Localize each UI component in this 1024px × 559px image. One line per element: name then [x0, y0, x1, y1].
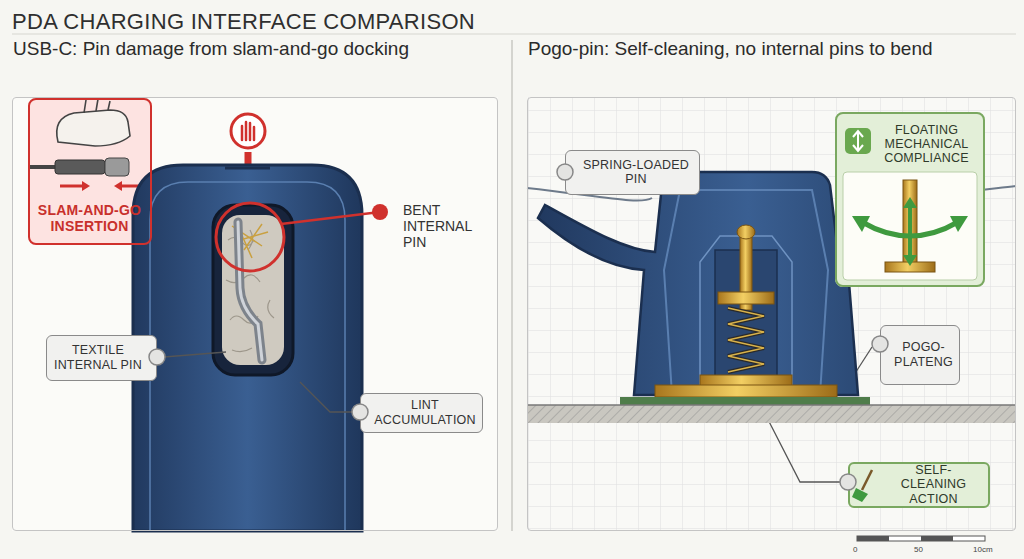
compliance-inset	[908, 205, 912, 258]
bent-pin-highlight	[216, 203, 380, 271]
callout-text: SPRING-LOADED PIN	[580, 158, 693, 187]
slam-icon	[60, 185, 82, 188]
usb-device	[238, 222, 262, 360]
compliance-inset	[835, 112, 985, 287]
slam-icon	[82, 181, 90, 191]
panel-backgrounds	[527, 97, 1016, 531]
slam-icon	[30, 165, 56, 169]
compliance-inset	[845, 128, 871, 154]
compliance-inset	[903, 180, 917, 264]
feature-callout: FLOATING MECHANICAL COMPLIANCE	[835, 112, 985, 287]
compliance-inset	[853, 131, 863, 151]
slam-icon	[105, 158, 129, 176]
bent-pin-highlight	[216, 203, 284, 271]
callout-box: SPRING-LOADED PIN	[565, 150, 700, 195]
self-cleaning-box	[848, 462, 990, 508]
slam-icon	[114, 181, 122, 191]
callout-box: POGO-PLATENG	[880, 325, 960, 385]
scale-value: 50	[914, 545, 930, 554]
usb-device	[222, 215, 284, 365]
usb-device	[238, 222, 262, 360]
usb-device	[150, 182, 345, 531]
pogo-dock	[527, 405, 1016, 423]
scale-value: 0	[853, 545, 867, 554]
compliance-inset	[903, 255, 917, 266]
comparison-panel: USB-C: Pin damage from slam-and-go docki…	[12, 97, 498, 531]
callout-box: TEXTILE INTERNAL PIN	[46, 335, 157, 381]
feature-callout: SELF-CLEANING ACTION	[848, 462, 990, 508]
callout-marker	[840, 474, 856, 490]
callout-text: POGO-PLATENG	[894, 340, 953, 369]
compliance-inset	[852, 216, 870, 232]
compliance-inset	[843, 172, 977, 280]
leader-line	[164, 352, 226, 357]
panel-backgrounds	[511, 40, 513, 531]
scale-value: 10cm	[973, 545, 1003, 554]
pogo-dock	[527, 172, 1016, 423]
usb-device	[225, 167, 270, 170]
pogo-dock	[620, 397, 870, 405]
pogo-dock	[737, 225, 755, 239]
callout-marker	[149, 349, 165, 365]
panel-heading: USB-C: Pin damage from slam-and-go docki…	[13, 38, 409, 60]
warning-callout: SLAM-AND-GO INSERTION	[28, 98, 152, 245]
pogo-dock	[718, 292, 774, 304]
slam-icon	[84, 99, 110, 113]
panel-backgrounds	[527, 97, 1016, 531]
self-cleaning-box	[862, 470, 872, 490]
usb-device	[133, 165, 362, 531]
panel-heading: Pogo-pin: Self-cleaning, no internal pin…	[528, 38, 933, 60]
self-cleaning-box	[852, 488, 868, 502]
callout-marker	[352, 404, 368, 420]
stop-arrow	[231, 114, 265, 148]
compliance-inset	[903, 197, 917, 208]
callout-marker	[149, 164, 888, 490]
compliance-inset	[950, 216, 968, 232]
callout-text: FLOATING MECHANICAL COMPLIANCE	[877, 123, 977, 166]
callout-box: LINT ACCUMULATION	[360, 393, 483, 433]
self-cleaning-box	[848, 462, 990, 508]
callout-text: SELF-CLEANING ACTION	[886, 463, 982, 506]
scale-bar	[857, 536, 985, 541]
slam-icon	[55, 160, 105, 174]
scale-bar	[857, 536, 985, 541]
pogo-dock	[728, 308, 764, 372]
scale-bar	[921, 536, 953, 541]
callout-text: LINT ACCUMULATION	[374, 398, 475, 427]
bent-pin-highlight	[281, 212, 380, 224]
pogo-dock	[527, 405, 1016, 423]
usb-device	[133, 165, 362, 531]
slam-icon	[57, 110, 130, 146]
callout-label: BENT INTERNAL PIN	[403, 202, 485, 250]
comparison-panel: Pogo-pin: Self-cleaning, no internal pin…	[527, 97, 1016, 531]
callout-text: SLAM-AND-GO INSERTION	[34, 202, 146, 234]
red-dot-marker	[372, 204, 388, 220]
callout-marker	[872, 336, 888, 352]
stop-arrow	[242, 122, 254, 140]
panel-backgrounds	[12, 97, 498, 531]
callout-marker	[557, 164, 573, 180]
pogo-dock	[728, 308, 764, 372]
pogo-dock	[527, 404, 1016, 406]
usb-device	[213, 205, 293, 375]
scale-bar	[857, 536, 889, 541]
leader-line	[300, 382, 352, 412]
diagram-title: PDA CHARGING INTERFACE COMPARISON	[12, 9, 475, 35]
usb-device	[226, 230, 274, 352]
panel-backgrounds	[12, 34, 1016, 531]
callout-text: TEXTILE INTERNAL PIN	[53, 343, 144, 372]
compliance-inset	[835, 112, 985, 287]
pogo-dock	[664, 190, 828, 395]
pogo-dock	[655, 385, 837, 397]
